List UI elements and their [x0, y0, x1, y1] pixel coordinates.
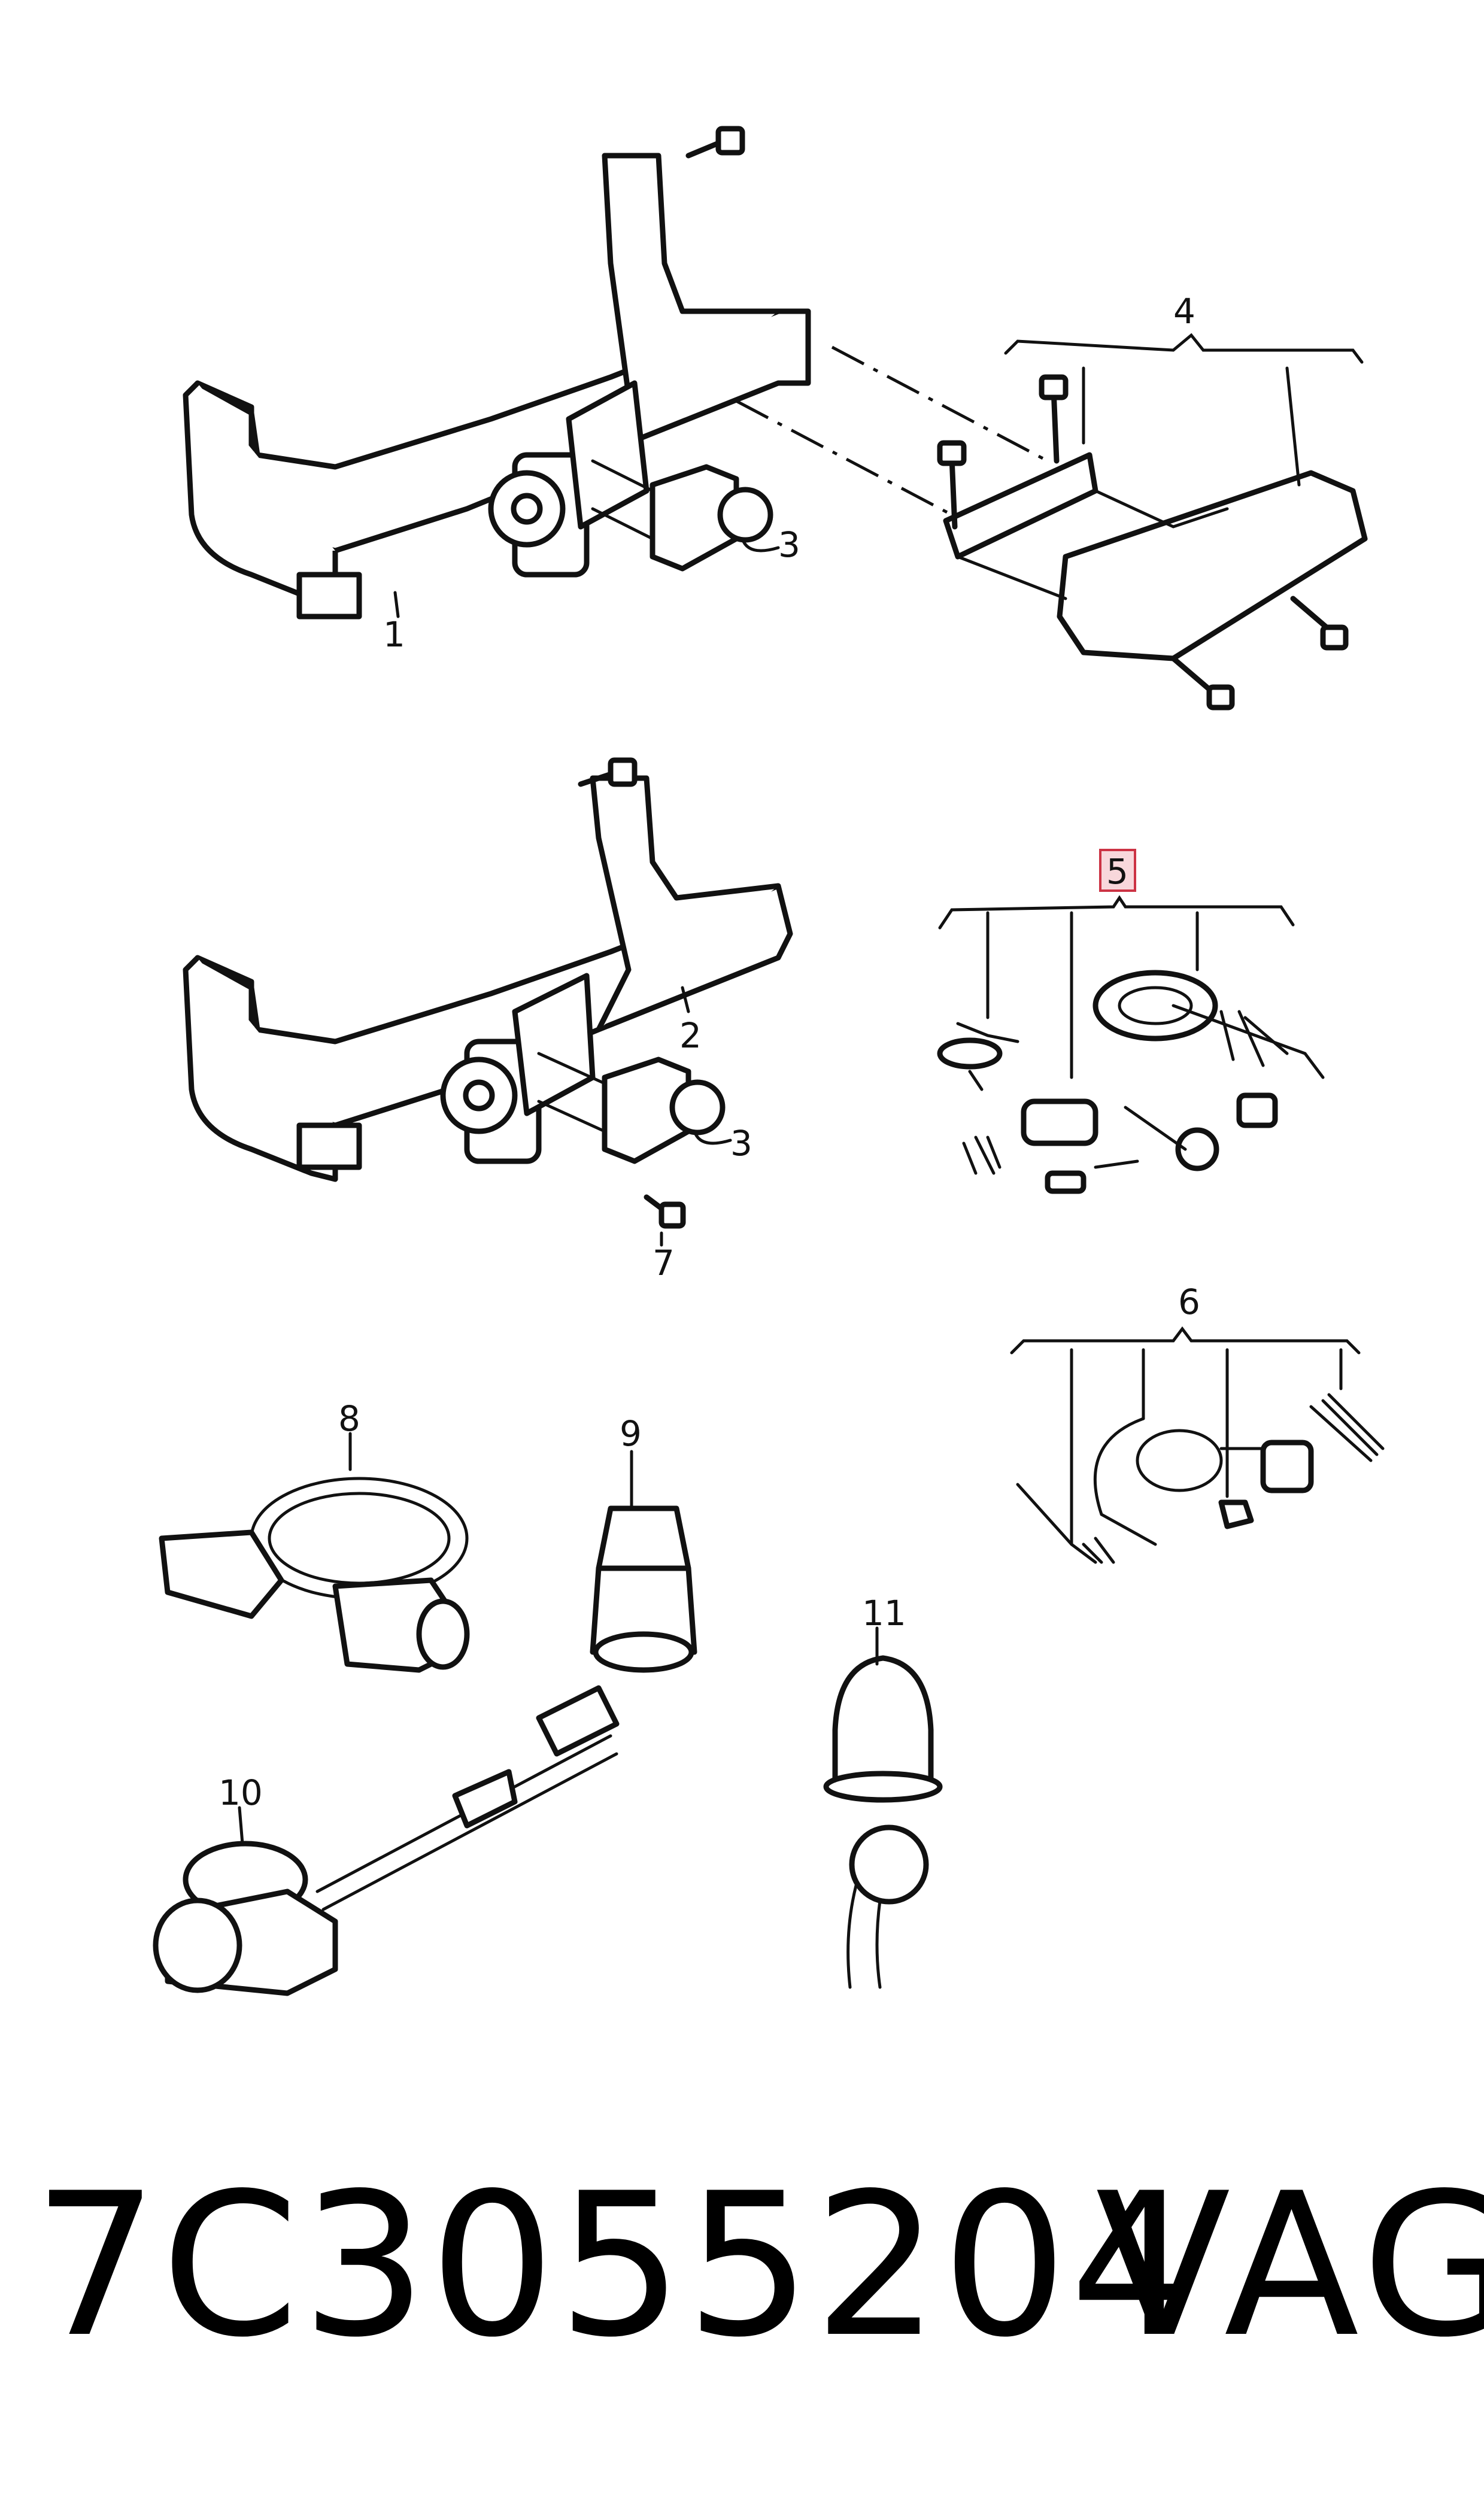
part-number: 7C3055204	[33, 2151, 1198, 2381]
ball-hitch-3a	[591, 459, 780, 572]
callout-1: 1	[383, 614, 405, 655]
ball-hitch-3b	[537, 1052, 732, 1164]
wiring-kit-5	[937, 895, 1325, 1194]
wiring-harness-6	[1010, 1326, 1385, 1564]
bracket-4	[1004, 333, 1364, 487]
callout-6: 6	[1178, 1282, 1200, 1322]
alignment-line	[831, 345, 1049, 463]
mounting-bolt-top-1	[685, 126, 745, 159]
callout-10: 10	[218, 1772, 263, 1813]
callout-9: 9	[620, 1413, 642, 1454]
tow-ball-cover-11	[823, 1655, 943, 1989]
callout-8: 8	[338, 1398, 360, 1439]
alignment-line	[735, 399, 953, 517]
bolt-7	[644, 1194, 686, 1247]
callout-2: 2	[679, 1015, 702, 1056]
mounting-bolt-top-2	[578, 757, 638, 787]
callout-7: 7	[653, 1243, 675, 1283]
tow-bar-crossmember-1	[183, 153, 811, 620]
brand-name: VAG	[1095, 2151, 1484, 2381]
socket-cable-10	[153, 1685, 620, 1996]
callout-3a: 3	[778, 524, 800, 565]
callout-5: 5	[1106, 851, 1128, 892]
tow-bar-crossmember-2	[183, 775, 793, 1182]
adapter-cable-8	[159, 1477, 470, 1673]
callout-5-highlight	[1099, 849, 1136, 892]
callout-11: 11	[862, 1593, 906, 1634]
callout-4: 4	[1173, 291, 1195, 332]
step-assembly-4	[937, 374, 1368, 711]
callout-3b: 3	[730, 1123, 752, 1164]
plug-9	[590, 1505, 697, 1673]
